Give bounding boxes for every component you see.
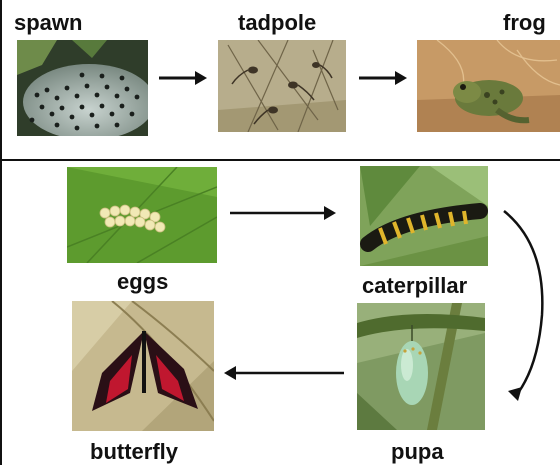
butterfly-photo	[72, 301, 214, 431]
eggs-photo	[67, 167, 217, 263]
arrow-tadpole-to-frog	[357, 70, 409, 86]
tadpole-label: tadpole	[238, 12, 316, 34]
arrow-eggs-to-caterpillar	[228, 205, 338, 221]
arrow-caterpillar-to-pupa	[498, 205, 550, 405]
arrow-spawn-to-tadpole	[157, 70, 209, 86]
caterpillar-photo	[360, 166, 488, 266]
caterpillar-label: caterpillar	[362, 275, 467, 297]
spawn-photo	[17, 40, 148, 136]
pupa-photo	[357, 303, 485, 430]
section-divider	[0, 159, 560, 161]
pupa-label: pupa	[391, 441, 444, 463]
arrow-pupa-to-butterfly	[222, 365, 346, 381]
eggs-label: eggs	[117, 271, 168, 293]
tadpole-photo	[218, 40, 346, 132]
frog-label: frog	[503, 12, 546, 34]
spawn-label: spawn	[14, 12, 82, 34]
frog-photo	[417, 40, 560, 132]
butterfly-label: butterfly	[90, 441, 178, 463]
